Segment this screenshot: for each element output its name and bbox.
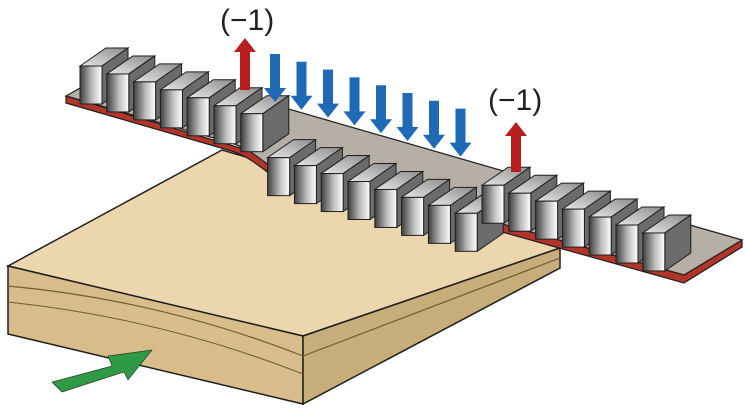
down-arrow <box>264 54 286 102</box>
board-layer-line-2 <box>7 301 304 375</box>
pin-front <box>240 113 264 153</box>
left-coefficient-label: (−1) <box>220 4 274 37</box>
down-arrow <box>343 77 366 126</box>
pin-front <box>588 216 612 256</box>
board-layer-line <box>7 257 561 357</box>
pin-front <box>79 65 103 105</box>
force-arrows <box>234 38 527 172</box>
pin-front <box>186 97 210 137</box>
pin-front <box>267 157 291 197</box>
pin-front <box>561 208 585 248</box>
up-arrow-left <box>234 38 256 90</box>
pin-front <box>535 200 559 240</box>
up-arrow-right <box>505 122 527 172</box>
pin-front <box>293 165 317 205</box>
substrate-board <box>5 149 563 406</box>
pin-front <box>159 89 183 129</box>
pin-front <box>320 173 344 213</box>
pin <box>239 94 291 153</box>
down-arrow <box>396 93 419 141</box>
pin-front <box>133 81 157 121</box>
pin-front <box>106 73 130 113</box>
pin-front <box>401 196 425 236</box>
pin-front <box>454 212 478 252</box>
pin-front <box>615 224 639 264</box>
push-arrow-shape <box>51 349 153 393</box>
pin-front <box>508 192 532 232</box>
pin-front <box>374 188 398 228</box>
down-arrow <box>317 69 339 118</box>
push-arrow <box>51 349 153 393</box>
down-arrow <box>449 108 472 157</box>
pin-front <box>481 184 505 224</box>
down-arrow <box>290 61 313 110</box>
pin-front <box>347 181 371 220</box>
pin <box>641 213 693 272</box>
pin-front <box>427 204 451 244</box>
pin-front <box>642 232 666 272</box>
board-right-face <box>302 246 561 406</box>
down-arrow <box>370 85 392 134</box>
right-coefficient-label: (−1) <box>488 84 542 117</box>
pin-row <box>78 47 693 272</box>
pin-front <box>213 105 237 145</box>
down-arrow <box>423 100 445 149</box>
